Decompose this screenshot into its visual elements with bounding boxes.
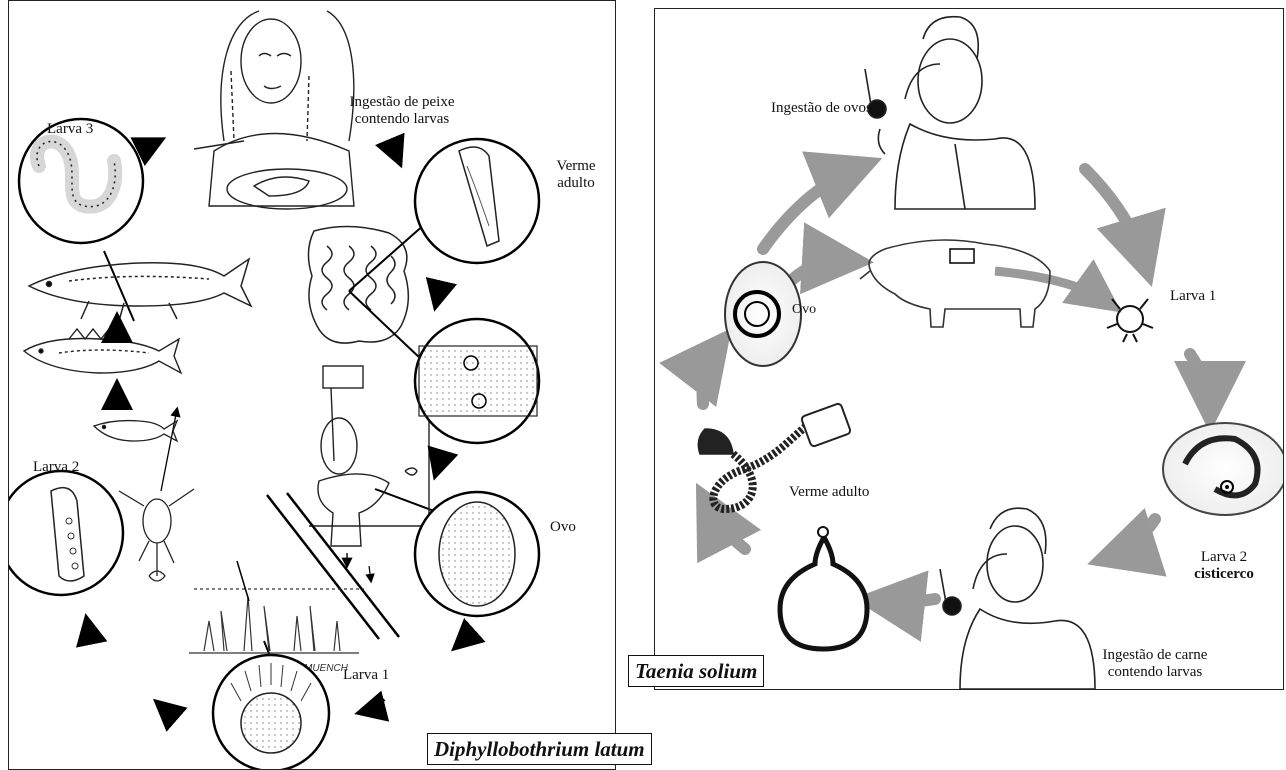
egg-inset xyxy=(415,492,539,616)
adult-worm-inset xyxy=(415,139,539,263)
taenia-adult-label: Verme adulto xyxy=(789,484,869,501)
copepod-illustration xyxy=(119,409,194,581)
oncosphere-larva-illustration xyxy=(1107,299,1153,342)
toilet-illustration xyxy=(309,366,429,566)
pike-fish-illustration xyxy=(29,259,251,321)
proglottid-inset xyxy=(415,319,539,443)
taenia-diagram xyxy=(655,9,1283,689)
perch-fish-illustration xyxy=(24,329,181,373)
taenia-larva2-label: Larva 2 cisticerco xyxy=(1184,549,1264,583)
meat-sample xyxy=(950,249,974,263)
taenia-egg-label: Ovo xyxy=(792,301,816,318)
diphyllobothrium-title: Diphyllobothrium latum xyxy=(427,733,652,765)
intestine-illustration xyxy=(308,226,408,343)
larva1-label: Larva 1 xyxy=(343,667,389,684)
taenia-title: Taenia solium xyxy=(628,655,764,687)
ingestion-label: Ingestão de peixe contendo larvas xyxy=(327,94,477,128)
cysticercus-illustration xyxy=(1163,423,1283,515)
larva2-label: Larva 2 xyxy=(33,459,79,476)
diphyllobothrium-diagram: MUENCH xyxy=(9,1,615,769)
cycle-arrows xyxy=(87,141,465,712)
meat-arrow xyxy=(995,271,1107,302)
larva2-inset xyxy=(9,471,123,595)
man-eating-eggs-illustration xyxy=(865,17,1035,209)
egg-ingestion-label: Ingestão de ovos xyxy=(771,100,872,117)
taenia-larva1-label: Larva 1 xyxy=(1170,288,1216,305)
taenia-panel: Ingestão de ovos Ovo Larva 1 Larva 2 cis… xyxy=(654,8,1284,690)
evaginated-cysticercus-illustration xyxy=(780,527,867,649)
egg-illustration xyxy=(725,262,801,366)
meat-ingestion-label: Ingestão de carne contendo larvas xyxy=(1080,647,1230,681)
egg-label: Ovo xyxy=(550,519,576,536)
man-eating-meat-illustration xyxy=(940,508,1095,689)
taenia-cycle-arrows xyxy=(703,167,1210,602)
water-scene-illustration xyxy=(189,561,371,653)
diphyllobothrium-panel: MUENCH xyxy=(8,0,616,770)
larva1-inset xyxy=(213,655,329,769)
small-fish-illustration xyxy=(94,421,177,441)
larva3-label: Larva 3 xyxy=(47,121,93,138)
adult-worm-label: Verme adulto xyxy=(541,158,611,192)
